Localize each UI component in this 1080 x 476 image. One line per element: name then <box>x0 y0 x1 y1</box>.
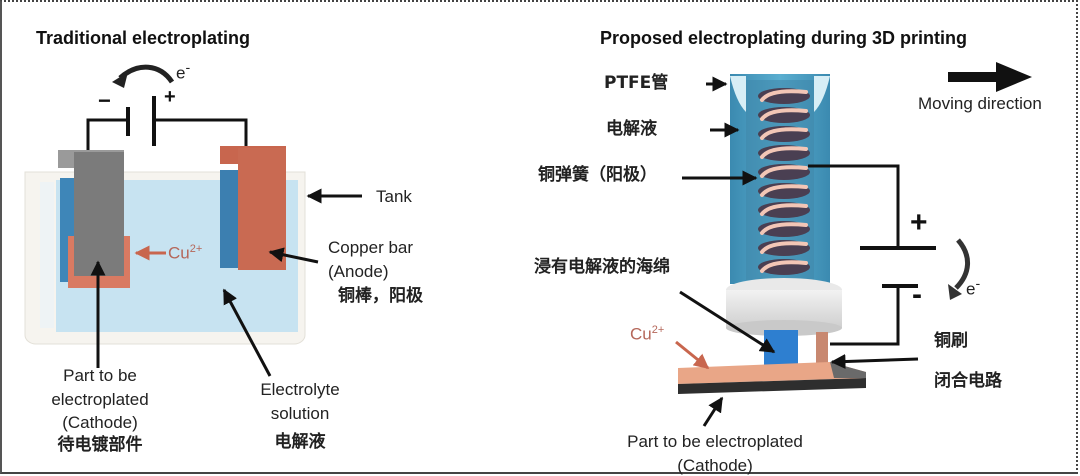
cu-ion-text: Cu <box>168 243 190 263</box>
spring-coil-highlight <box>760 203 808 216</box>
battery-plus-sign: + <box>910 206 928 239</box>
cu-ion-sup: 2+ <box>189 243 203 255</box>
electrolyte-label-line1: Electrolyte <box>260 380 340 399</box>
ptfe-tube-label: PTFE管 <box>604 73 669 93</box>
anode-label-line1: Copper bar <box>328 238 414 257</box>
spring-coil-highlight <box>760 184 808 197</box>
cu-ion-arrow <box>675 340 710 370</box>
cathode-label-line2: (Cathode) <box>677 456 753 475</box>
electron-label-text: e <box>966 279 976 299</box>
tank-label: Tank <box>376 187 412 206</box>
left-battery-circuit <box>86 64 248 196</box>
right-panel-title: Proposed electroplating during 3D printi… <box>600 28 968 48</box>
moving-direction-label: Moving direction <box>918 94 1042 113</box>
anode-pointer-arrow <box>268 247 319 264</box>
spring-coil-highlight <box>760 127 808 140</box>
copper-brush-label: 铜刷 <box>934 331 968 351</box>
cathode-label-line2: electroplated <box>51 390 149 409</box>
spring-coil-highlight <box>760 89 808 102</box>
cathode-label-cn: 待电镀部件 <box>57 435 143 455</box>
spring-coil-highlight <box>760 260 808 273</box>
moving-direction-arrow <box>948 62 1032 92</box>
cu-ion-label: Cu2+ <box>168 243 202 263</box>
electrolyte-label-line2: solution <box>270 404 330 423</box>
electron-flow-arrow <box>118 64 175 84</box>
spring-anode-label: 铜弹簧（阳极） <box>538 165 657 185</box>
electrolyte-pointer-arrow <box>222 288 272 377</box>
spring-coil-highlight <box>760 146 808 159</box>
cu-ion-sup: 2+ <box>651 324 665 336</box>
spring-coil-highlight <box>760 108 808 121</box>
cu-ion-text: Cu <box>630 324 652 344</box>
cathode-part <box>58 150 130 288</box>
sponge-label: 浸有电解液的海绵 <box>534 257 670 277</box>
cathode-label-line3: (Cathode) <box>62 413 138 432</box>
spring-coil-highlight <box>760 165 808 178</box>
cathode-part-plate <box>678 378 866 394</box>
anode-label-line2: (Anode) <box>328 262 389 281</box>
sponge-pointer-arrow <box>679 290 776 354</box>
electron-label-text: e <box>176 63 186 83</box>
plated-layer <box>678 362 866 384</box>
cu-ion-label: Cu2+ <box>630 324 664 344</box>
electrolyte-label-cn: 电解液 <box>274 432 326 452</box>
tube-electrolyte-label: 电解液 <box>606 119 657 139</box>
left-panel-title: Traditional electroplating <box>36 28 251 48</box>
electron-label: e- <box>966 276 980 299</box>
battery-minus-sign: − <box>98 88 111 113</box>
electron-label: e- <box>176 60 190 83</box>
cathode-label-line1: Part to be <box>63 366 137 385</box>
anode-label-cn: 铜棒，阳极 <box>338 286 423 306</box>
battery-plus-sign: + <box>164 86 176 108</box>
cathode-pointer-arrow <box>702 396 724 427</box>
electron-label-sup: - <box>975 276 981 292</box>
spring-coil-highlight <box>760 241 808 254</box>
electron-label-sup: - <box>185 60 191 76</box>
copper-spring-anode <box>758 88 810 275</box>
electron-flow-arrow <box>954 238 970 290</box>
battery-minus-sign: - <box>912 278 922 311</box>
closed-circuit-label: 闭合电路 <box>934 371 1002 391</box>
cathode-label-line1: Part to be electroplated <box>627 432 803 451</box>
spring-coil-highlight <box>760 222 808 235</box>
copper-brush <box>816 332 828 372</box>
right-battery-circuit <box>808 164 970 346</box>
brush-pointer-arrow <box>830 354 919 370</box>
anode-copper-bar <box>220 146 286 270</box>
